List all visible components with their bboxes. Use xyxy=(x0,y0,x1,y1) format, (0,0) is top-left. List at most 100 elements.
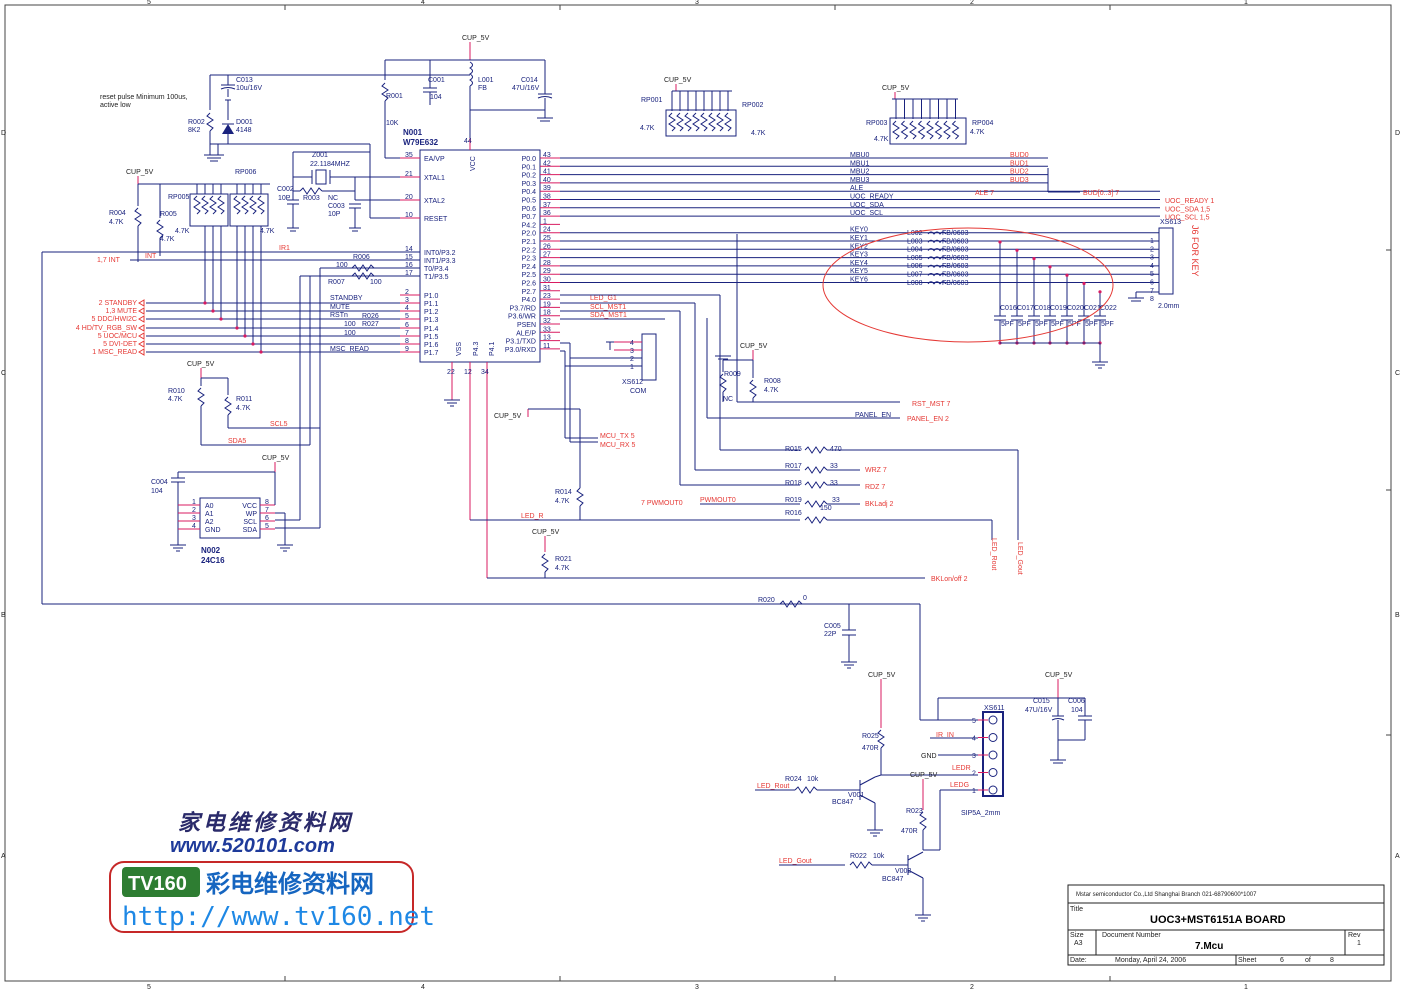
cap-value: 5PF xyxy=(1101,321,1114,328)
mcu-pin-num: 4 xyxy=(405,305,409,312)
eeprom-pin-name: A0 xyxy=(205,503,214,510)
eeprom-pin-num: 5 xyxy=(265,523,269,530)
bus-net-label: KEY6 xyxy=(850,277,868,284)
r027-ref: R027 xyxy=(362,321,379,328)
d001-ref: D001 xyxy=(236,119,253,126)
r015-val: 470 xyxy=(830,446,842,453)
mcu-pin-num: 30 xyxy=(543,277,551,284)
rpack-element xyxy=(926,120,934,140)
bus-net-label: UOC_SCL xyxy=(850,210,883,217)
mcu-pin-num: 18 xyxy=(543,310,551,317)
r011-val: 4.7K xyxy=(236,405,251,412)
bud-label: BUD1 xyxy=(1010,160,1029,167)
cap-value: 5PF xyxy=(1085,321,1098,328)
r016-val: 150 xyxy=(820,505,832,512)
mcu-pin-num: 9 xyxy=(405,346,409,353)
inductor-ref: L004 xyxy=(907,247,923,254)
rpack-element xyxy=(684,112,692,132)
cap-ref: C020 xyxy=(1067,305,1084,312)
cap-value: 5PF xyxy=(1001,321,1014,328)
cup5v-com: CUP_5V xyxy=(494,413,522,420)
row-label: C xyxy=(1395,370,1400,377)
port-arrow xyxy=(138,299,145,307)
r008-val: 4.7K xyxy=(764,387,779,394)
rpack-element xyxy=(217,195,225,215)
mcu-pin-name: RESET xyxy=(424,216,448,223)
inductor-symbol xyxy=(927,264,947,269)
cup5v-eeprom-pullup: CUP_5V xyxy=(187,361,215,368)
mcu-pin-name: P1.3 xyxy=(424,317,439,324)
r017-ref: R017 xyxy=(785,463,802,470)
eeprom-pin-num: 1 xyxy=(192,499,196,506)
watermark: 家电维修资料网 www.520101.com TV160 彩电维修资料网 htt… xyxy=(109,810,435,933)
sda-mst1-label: SDA_MST1 xyxy=(590,312,627,319)
r019-val: 33 xyxy=(832,497,840,504)
rp003-rp004: CUP_5V RP003 RP004 4.7K 4.7K xyxy=(866,85,994,145)
led-gout-vertical: LED_Gout xyxy=(1016,542,1023,575)
bklonoff-port: BKLon/off 2 xyxy=(931,576,968,583)
rp006-ref: RP006 xyxy=(235,169,257,176)
watermark-tv-logo: TV160 xyxy=(128,873,187,895)
mcu-pin-name: P2.3 xyxy=(522,256,537,263)
junction-dot xyxy=(219,317,223,321)
tb-size: A3 xyxy=(1074,940,1083,947)
uoc-label: UOC_READY 1 xyxy=(1165,198,1214,205)
j6-pitch: 2.0mm xyxy=(1158,303,1180,310)
junction-dot xyxy=(1098,290,1102,294)
mcu-pin-name: P3.0/RXD xyxy=(505,347,536,354)
mcu-n001: N001 W79E632 44 VCC 35EA/VP21XTAL120XTAL… xyxy=(400,128,560,578)
rp002-ref: RP002 xyxy=(742,102,764,109)
r016-ref: R016 xyxy=(785,510,802,517)
eeprom-pin-num: 4 xyxy=(192,523,196,530)
inductor-symbol xyxy=(927,239,947,244)
c013-val: 10u/16V xyxy=(236,85,262,92)
c003-val: 10P xyxy=(328,211,341,218)
inductor-ref: L006 xyxy=(907,263,923,270)
xs611-pin-pad xyxy=(988,750,998,760)
rpack-element xyxy=(668,112,676,132)
eeprom-ref: N002 xyxy=(201,546,221,555)
bus-net-label: KEY2 xyxy=(850,243,868,250)
cap-ref: C022 xyxy=(1100,305,1117,312)
rpack-element xyxy=(892,120,900,140)
cup5v-xs611: CUP_5V xyxy=(1045,672,1073,679)
rp006-val: 4.7K xyxy=(260,228,275,235)
mcu-pin-num: 43 xyxy=(543,152,551,159)
j6-pin-num: 8 xyxy=(1150,296,1154,303)
ir1-label: IR1 xyxy=(279,245,290,252)
cap-value: 5PF xyxy=(1051,321,1064,328)
ale-label: ALE 7 xyxy=(975,190,994,197)
mcu-pin-name: P2.4 xyxy=(522,264,537,271)
eeprom-pin-name: SCL xyxy=(243,519,257,526)
mcu-pin-num: 26 xyxy=(543,243,551,250)
inductor-ref: L002 xyxy=(907,230,923,237)
xs611-pin-num: 4 xyxy=(972,736,976,743)
l001-val: FB xyxy=(478,85,487,92)
j6-ref: XS613 xyxy=(1160,219,1181,226)
mcu-pin-name: INT0/P3.2 xyxy=(424,250,456,257)
inductor-symbol xyxy=(927,273,947,277)
net-msc-read: MSC_READ xyxy=(330,346,369,353)
bus-net-label: MBU1 xyxy=(850,160,870,167)
mcu-pin-name: P1.2 xyxy=(424,309,439,316)
cup5v-rp003: CUP_5V xyxy=(882,85,910,92)
r023-ref: R023 xyxy=(906,808,923,815)
row-label: C xyxy=(1,370,6,377)
tb-rev: 1 xyxy=(1357,940,1361,947)
reset-circuit: C013 10u/16V R002 8K2 D001 4148 xyxy=(188,74,470,162)
row-label: B xyxy=(1395,612,1400,619)
inductor-value: FB/0603 xyxy=(942,280,969,287)
mcu-pin-name: P4.2 xyxy=(522,222,537,229)
r022-val: 10k xyxy=(873,853,885,860)
rp001-val: 4.7K xyxy=(640,125,655,132)
junction-dot xyxy=(1032,257,1036,261)
j6-pin-num: 7 xyxy=(1150,288,1154,295)
mcu-pin-name: P0.7 xyxy=(522,214,537,221)
mcu-pin-num: 37 xyxy=(543,202,551,209)
r014-val: 4.7K xyxy=(555,498,570,505)
row-label: D xyxy=(1395,130,1400,137)
junction-dot xyxy=(203,301,207,305)
mcu-pin-name: ALE/P xyxy=(516,330,536,337)
r025-ref: R025 xyxy=(862,733,879,740)
mcu-left-pins: 35EA/VP21XTAL120XTAL210RESET14INT0/P3.21… xyxy=(400,152,456,357)
